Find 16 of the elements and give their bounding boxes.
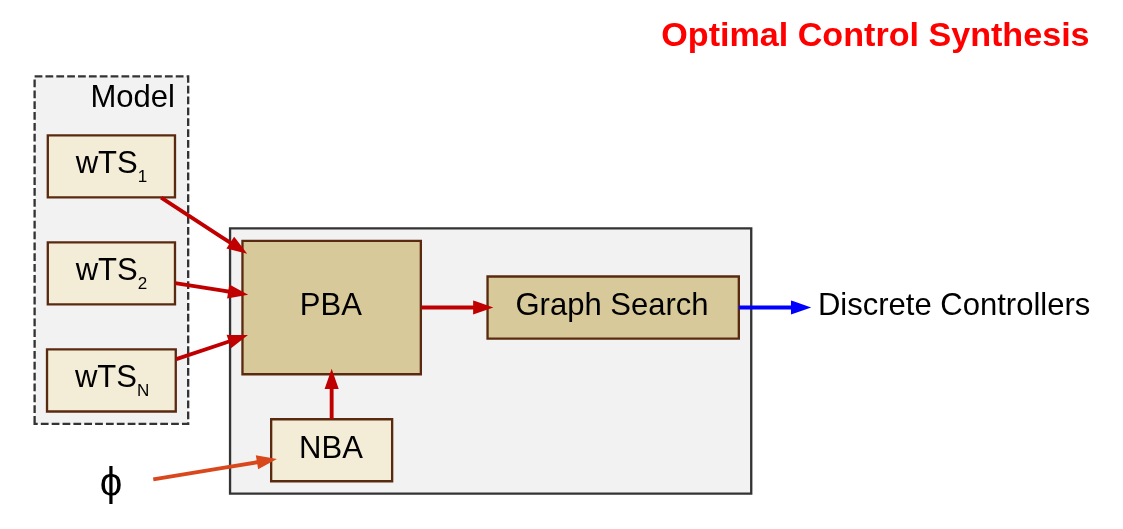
arrow (174, 281, 248, 299)
diagram-title: Optimal Control Synthesis (660, 15, 1090, 54)
node-box: PBA (240, 239, 422, 376)
arrow (175, 334, 248, 361)
arrow (152, 455, 277, 482)
node-box: NBA (269, 418, 393, 483)
node-box: Graph Search (485, 275, 740, 340)
node-box: wTS$_{N}$ (45, 348, 177, 413)
arrow (420, 300, 493, 315)
arrow (738, 300, 811, 315)
node-box: wTS$_{2}$ (46, 241, 176, 306)
node-text: Discrete Controllers (817, 287, 1090, 323)
arrow (324, 368, 339, 420)
node-box: wTS$_{1}$ (46, 134, 176, 199)
node-text: ϕ (99, 458, 122, 505)
arrow (159, 196, 247, 254)
